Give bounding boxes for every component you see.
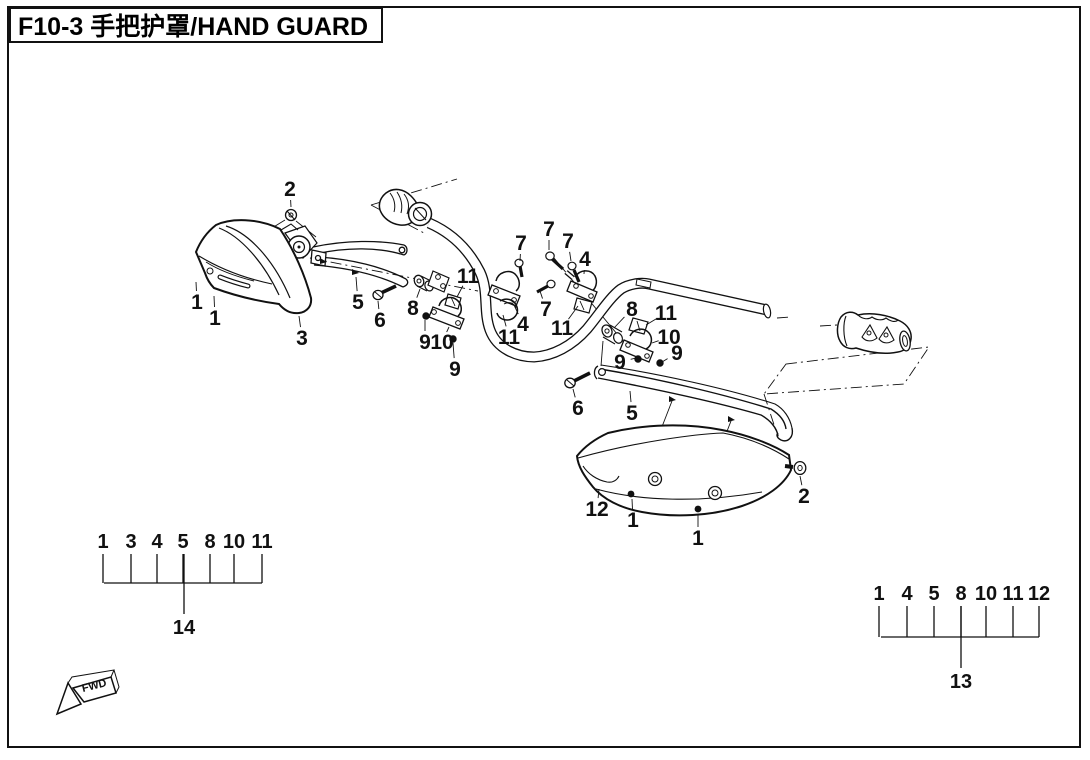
- mid-clamp-part4: [487, 258, 556, 321]
- screw-part2-right: [784, 460, 807, 476]
- legend-number-11: 11: [1002, 583, 1023, 605]
- right-grip: [836, 311, 912, 354]
- legend-number-4: 4: [151, 531, 163, 553]
- leader-line: [799, 475, 803, 486]
- leader-line: [355, 276, 358, 292]
- part-callout-2: 2: [284, 178, 296, 201]
- legend-number-3: 3: [125, 531, 136, 553]
- fwd-label: FWD: [81, 677, 108, 695]
- left-clamp-cluster: [413, 270, 465, 343]
- part-callout-10: 10: [430, 331, 453, 354]
- leader-line: [513, 304, 519, 315]
- left-hand-guard: [194, 219, 313, 315]
- legend-number-8: 8: [955, 583, 966, 605]
- legend-group-label-13: 13: [950, 671, 972, 693]
- diagram-title-text: F10-3 手把护罩/HAND GUARD: [18, 13, 369, 41]
- legend-number-8: 8: [204, 531, 215, 553]
- fwd-arrow: FWD: [55, 669, 120, 716]
- page-border: [7, 6, 1081, 748]
- part-callout-12: 12: [585, 498, 608, 521]
- part-callout-1: 1: [209, 307, 221, 330]
- right-mid-clamp-part4: [545, 251, 598, 314]
- leader-line: [613, 316, 625, 329]
- leader-line: [568, 305, 579, 320]
- part-callout-10: 10: [657, 326, 680, 349]
- legend-number-10: 10: [223, 531, 245, 553]
- legend-number-10: 10: [975, 583, 997, 605]
- right-hand-guard: [575, 424, 793, 517]
- left-pivot-hinge: [280, 223, 318, 259]
- legend-number-12: 12: [1028, 583, 1050, 605]
- legend-number-5: 5: [928, 583, 939, 605]
- legend-number-11: 11: [251, 531, 272, 553]
- left-grip: [378, 188, 433, 227]
- part-callout-11: 11: [498, 326, 521, 349]
- part-callout-3: 3: [296, 327, 308, 350]
- part-callout-7: 7: [540, 298, 552, 321]
- leader-line: [569, 251, 572, 262]
- leader-line: [629, 390, 632, 403]
- part-callout-9: 9: [614, 351, 626, 374]
- handlebar-tube: [426, 217, 772, 363]
- part-callout-9: 9: [449, 358, 461, 381]
- legend-number-5: 5: [177, 531, 188, 553]
- part-callout-5: 5: [352, 291, 364, 314]
- leader-line: [452, 342, 455, 359]
- legend-number-4: 4: [901, 583, 913, 605]
- leader-line: [661, 358, 668, 363]
- part-callout-11: 11: [551, 317, 574, 340]
- leader-line: [502, 314, 507, 327]
- leader-line: [416, 288, 421, 298]
- bolt-part6-right: [564, 371, 591, 389]
- bolt-part6-left: [372, 284, 397, 301]
- part-callout-5: 5: [626, 402, 638, 425]
- part-callout-8: 8: [407, 297, 419, 320]
- legend-number-1: 1: [873, 583, 884, 605]
- leader-line: [651, 340, 659, 344]
- screw-part2-left: [284, 208, 298, 222]
- left-bracket-arm: [310, 240, 409, 288]
- part-callout-8: 8: [626, 298, 638, 321]
- part-callout-11: 11: [457, 265, 480, 288]
- part-callout-4: 4: [517, 313, 529, 336]
- part-callout-7: 7: [562, 230, 574, 253]
- leader-line: [298, 315, 301, 328]
- part-callout-2: 2: [798, 485, 810, 508]
- part-callout-1: 1: [627, 509, 639, 532]
- part-callout-6: 6: [572, 397, 584, 420]
- leader-line: [446, 326, 450, 333]
- part-callout-9: 9: [671, 342, 683, 365]
- right-clamp-cluster: [601, 317, 664, 367]
- leader-line: [539, 290, 543, 299]
- legend-number-1: 1: [97, 531, 108, 553]
- leader-line: [630, 357, 637, 360]
- diagram-title: F10-3 手把护罩/HAND GUARD: [9, 7, 383, 43]
- leader-line: [213, 295, 215, 308]
- part-callout-7: 7: [515, 232, 527, 255]
- leader-line: [456, 285, 464, 298]
- part-callout-11: 11: [655, 302, 678, 325]
- legend-group-label-14: 14: [173, 617, 196, 639]
- leader-line: [377, 300, 380, 310]
- part-callout-1: 1: [692, 527, 704, 550]
- part-callout-1: 1: [191, 291, 203, 314]
- leader-line: [645, 318, 657, 326]
- right-bracket-arm: [593, 364, 794, 442]
- part-callout-9: 9: [419, 331, 431, 354]
- part-callout-6: 6: [374, 309, 386, 332]
- part-callout-7: 7: [543, 218, 555, 241]
- leader-line: [572, 388, 576, 398]
- part-callout-4: 4: [579, 248, 591, 271]
- leader-line: [597, 488, 600, 499]
